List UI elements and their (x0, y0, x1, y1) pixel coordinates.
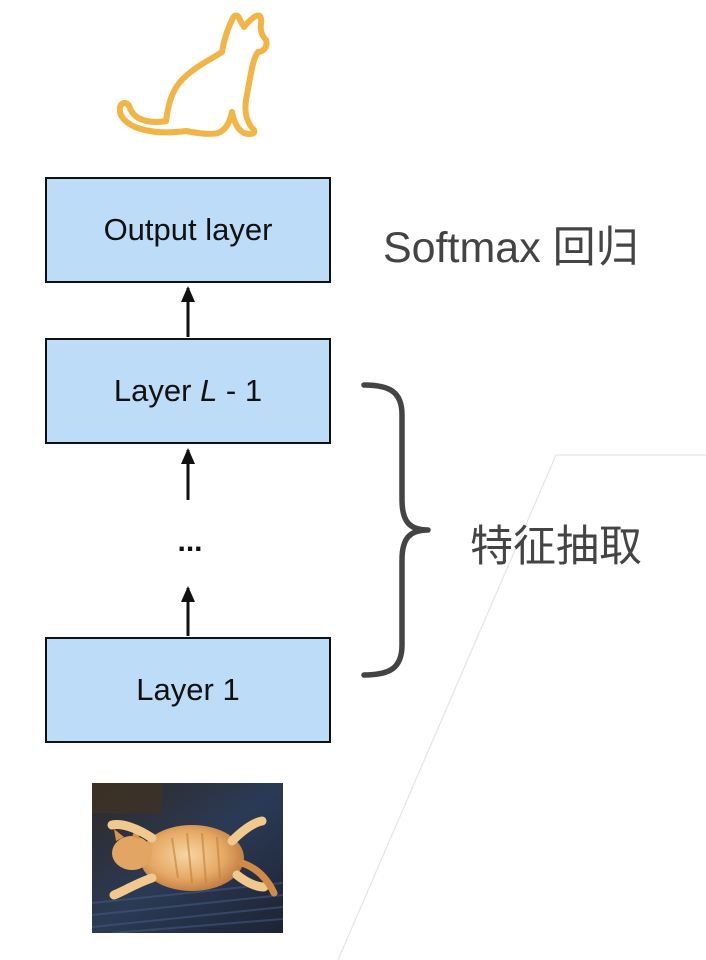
hidden-layer-l-minus-1-box: Layer L - 1 (45, 338, 331, 444)
hidden-layer-label-variable: L (200, 373, 218, 408)
arrow-lminus1-to-output (181, 286, 195, 337)
cat-photo (92, 783, 283, 933)
first-layer-label: Layer 1 (136, 672, 240, 707)
hidden-layer-label-prefix: Layer (113, 373, 201, 408)
ellipsis-text: ... (177, 525, 203, 558)
softmax-regression-label: Softmax 回归 (383, 224, 639, 272)
first-layer-box: Layer 1 (45, 637, 331, 743)
feature-extraction-label: 特征抽取 (470, 523, 642, 571)
arrow-layer1-to-dots (181, 586, 195, 636)
output-layer-label: Output layer (103, 212, 273, 247)
hidden-layer-label-suffix: - 1 (217, 373, 263, 408)
output-layer-box: Output layer (45, 177, 331, 283)
arrow-dots-to-lminus1 (181, 448, 195, 500)
feature-extraction-brace (361, 382, 431, 678)
